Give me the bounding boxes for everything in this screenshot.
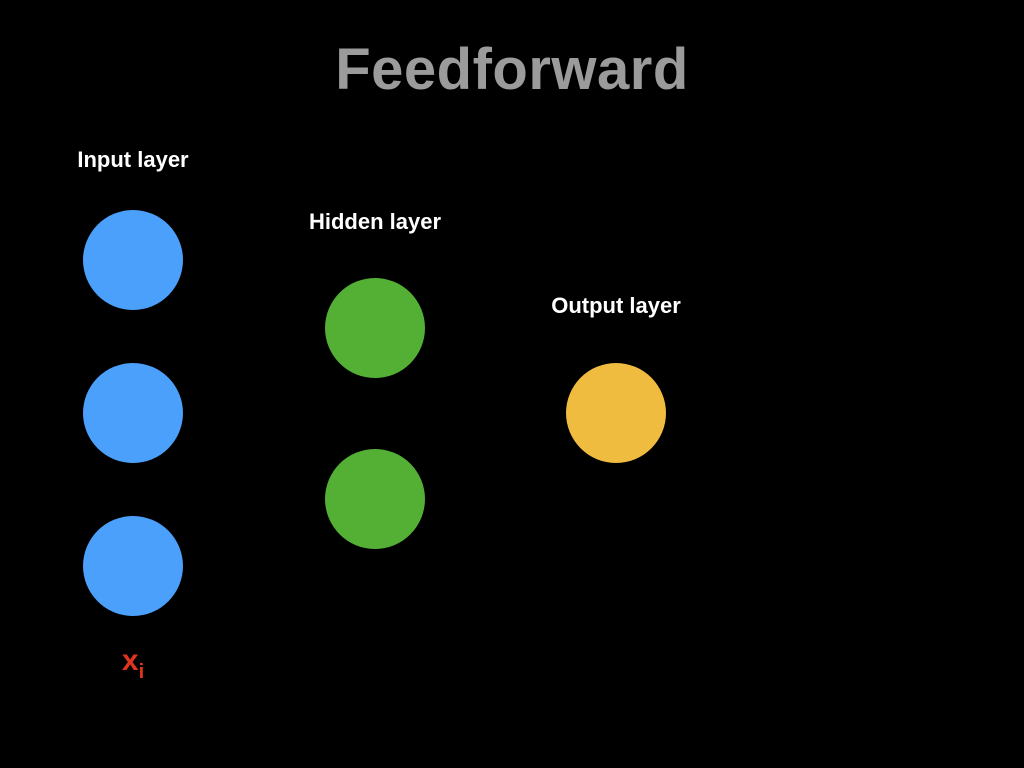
hidden-node-2 <box>325 449 425 549</box>
input-node-1 <box>83 210 183 310</box>
input-variable-label: xi <box>103 644 163 689</box>
output-layer-label: Output layer <box>551 293 681 318</box>
input-variable-subscript: i <box>138 661 145 683</box>
hidden-node-1 <box>325 278 425 378</box>
hidden-layer-label: Hidden layer <box>308 209 442 234</box>
slide-title: Feedforward <box>335 37 689 102</box>
output-node-1 <box>566 363 666 463</box>
input-layer-label: Input layer <box>77 147 189 172</box>
input-variable-base: x <box>121 644 139 677</box>
input-node-2 <box>83 363 183 463</box>
input-node-3 <box>83 516 183 616</box>
